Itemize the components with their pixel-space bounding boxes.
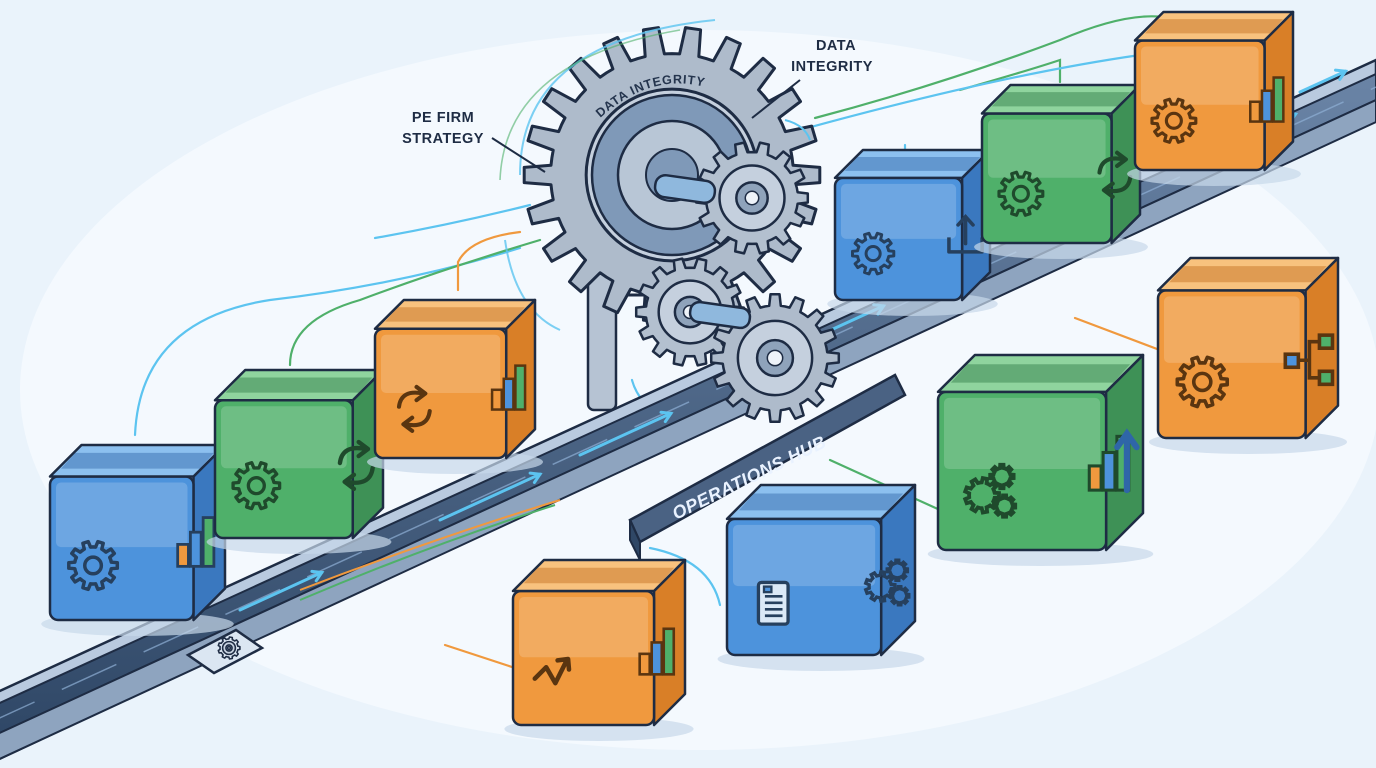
- module-box-orange-2: [1127, 12, 1301, 186]
- module-box-blue-3: [718, 485, 925, 671]
- label-pe-firm-line1: PE FIRM: [412, 110, 474, 126]
- module-box-blue-2: [827, 150, 998, 316]
- module-box-orange-1: [367, 300, 543, 474]
- module-box-green-3: [928, 355, 1154, 566]
- module-box-blue-1: [41, 445, 234, 636]
- module-box-green-2: [974, 85, 1148, 259]
- module-box-orange-4: [504, 560, 693, 741]
- document-icon: [758, 582, 788, 624]
- module-box-orange-3: [1149, 258, 1347, 454]
- module-box-green-1: [207, 370, 392, 554]
- label-data-integrity-line1: DATA: [816, 38, 856, 54]
- label-pe-firm-line2: STRATEGY: [402, 131, 484, 147]
- label-data-integrity-line2: INTEGRITY: [791, 59, 873, 75]
